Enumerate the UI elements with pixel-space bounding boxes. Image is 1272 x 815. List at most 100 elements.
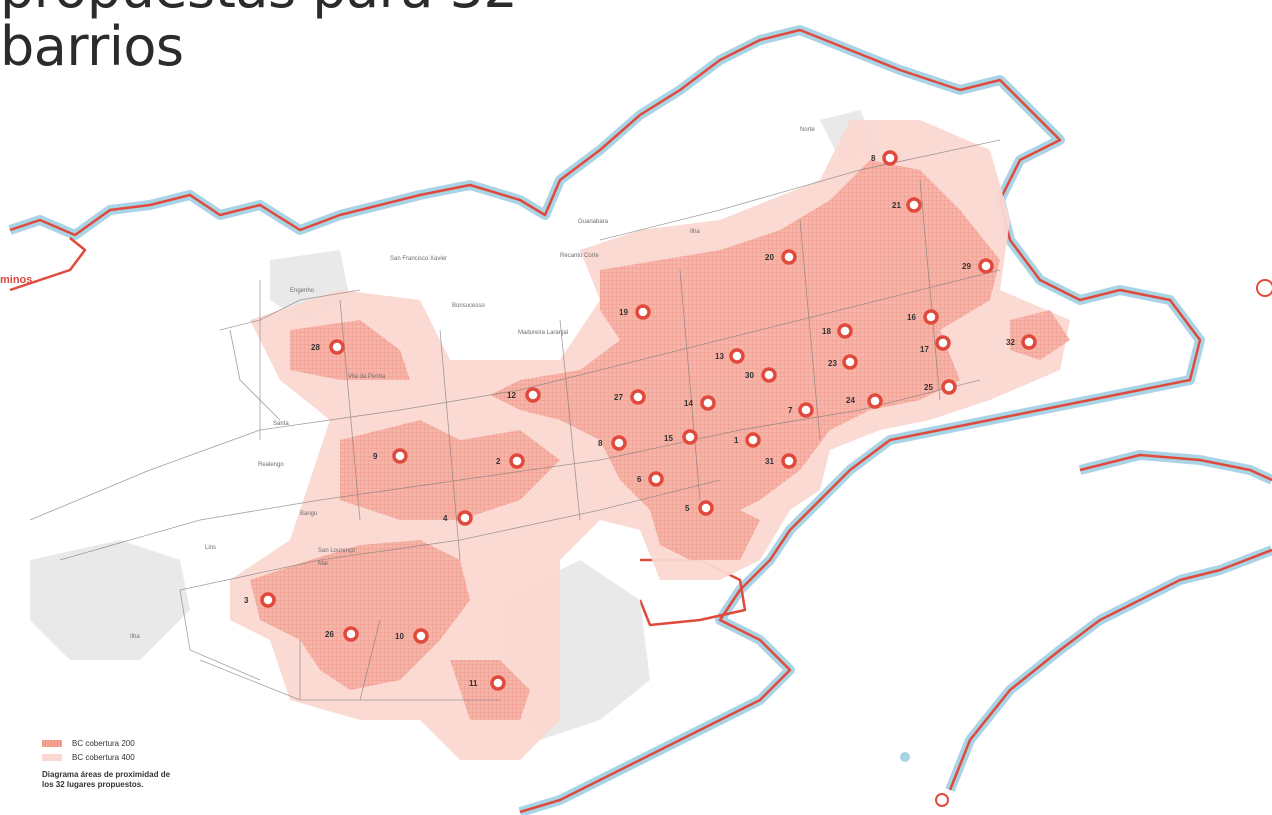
hub-marker[interactable]: 28 — [311, 339, 345, 355]
hub-marker[interactable]: 9 — [373, 448, 408, 464]
place-label: Santa — [273, 421, 289, 427]
svg-text:32: 32 — [1006, 338, 1015, 347]
place-label: Ilha — [130, 634, 140, 640]
svg-text:26: 26 — [325, 630, 334, 639]
hub-marker[interactable]: 31 — [765, 453, 797, 469]
svg-text:11: 11 — [469, 679, 478, 688]
svg-text:29: 29 — [962, 262, 971, 271]
left-coast-line — [9, 237, 87, 292]
hub-marker[interactable]: 6 — [637, 471, 664, 487]
place-label: Realengo — [258, 462, 284, 468]
svg-text:1: 1 — [734, 436, 739, 445]
legend-note-line: los 32 lugares propuestos. — [42, 780, 144, 789]
east-island-line — [948, 453, 1272, 791]
svg-text:8: 8 — [598, 439, 603, 448]
place-label: Madureira Laranjal — [518, 330, 568, 336]
svg-text:13: 13 — [715, 352, 724, 361]
legend-label: BC cobertura 200 — [72, 738, 135, 748]
hub-marker[interactable]: 32 — [1006, 334, 1037, 350]
coverage-400-swatch — [42, 753, 62, 761]
hub-marker[interactable]: 25 — [924, 379, 957, 395]
hub-marker[interactable]: 30 — [745, 367, 777, 383]
small-islet-2 — [900, 752, 910, 762]
svg-text:9: 9 — [373, 452, 378, 461]
svg-text:7: 7 — [788, 406, 793, 415]
place-label: Lins — [205, 545, 216, 551]
svg-text:17: 17 — [920, 345, 929, 354]
svg-text:3: 3 — [244, 596, 249, 605]
main-coast-line — [9, 28, 1202, 814]
place-label: Engenho — [290, 288, 315, 294]
legend-label: BC cobertura 400 — [72, 752, 135, 762]
svg-text:16: 16 — [907, 313, 916, 322]
legend-note-line: Diagrama áreas de proximidad de — [42, 770, 171, 779]
hub-marker[interactable]: 8 — [871, 150, 898, 166]
hub-marker[interactable]: 26 — [325, 626, 359, 642]
title-line-2: barrios — [0, 15, 184, 78]
hub-marker[interactable]: 1 — [734, 432, 761, 448]
hub-marker[interactable]: 8 — [598, 435, 627, 451]
hub-marker[interactable]: 16 — [907, 309, 939, 325]
svg-text:10: 10 — [395, 632, 404, 641]
hub-marker[interactable]: 27 — [614, 389, 646, 405]
svg-text:19: 19 — [619, 308, 628, 317]
svg-text:14: 14 — [684, 399, 693, 408]
legend-item-coverage-400: BC cobertura 400 — [42, 750, 282, 764]
hub-marker[interactable]: 19 — [619, 304, 651, 320]
svg-text:21: 21 — [892, 201, 901, 210]
svg-text:4: 4 — [443, 514, 448, 523]
east-island-glow — [945, 450, 1272, 792]
hub-marker[interactable]: 15 — [664, 429, 698, 445]
place-label: San Francisco Xavier — [390, 256, 447, 262]
hub-marker[interactable]: 5 — [685, 500, 714, 516]
coverage-200-swatch — [42, 739, 62, 747]
svg-text:23: 23 — [828, 359, 837, 368]
svg-text:27: 27 — [614, 393, 623, 402]
hub-marker[interactable]: 14 — [684, 395, 716, 411]
small-islet-3 — [935, 793, 949, 807]
place-label: Bangu — [300, 511, 317, 517]
hub-marker[interactable]: 29 — [962, 258, 994, 274]
svg-text:31: 31 — [765, 457, 774, 466]
small-islet — [1256, 279, 1272, 297]
hub-marker[interactable]: 10 — [395, 628, 429, 644]
svg-text:2: 2 — [496, 457, 501, 466]
hub-marker[interactable]: 2 — [496, 453, 525, 469]
hub-marker[interactable]: 18 — [822, 323, 853, 339]
svg-text:5: 5 — [685, 504, 690, 513]
place-label: Guanabara — [578, 219, 609, 225]
hub-marker[interactable]: 7 — [788, 402, 814, 418]
svg-text:8: 8 — [871, 154, 876, 163]
hub-marker[interactable]: 12 — [507, 387, 541, 403]
hub-marker[interactable]: 21 — [892, 197, 922, 213]
place-labels: Norte Guanabara Ilha San Francisco Xavie… — [130, 127, 815, 640]
coastline — [8, 25, 1272, 815]
svg-text:18: 18 — [822, 327, 831, 336]
hub-marker[interactable]: 4 — [443, 510, 473, 526]
place-label: Mar — [318, 561, 328, 567]
place-label: Recanto Corte — [560, 253, 599, 259]
legend-item-coverage-200: BC cobertura 200 — [42, 736, 282, 750]
side-label: minos — [0, 274, 33, 286]
place-label: Norte — [800, 127, 815, 133]
legend-note: Diagrama áreas de proximidad de los 32 l… — [42, 770, 282, 790]
page-title: propuestas para 32 barrios — [0, 0, 518, 78]
neighborhood-boundaries — [29, 139, 1001, 701]
place-label: Vila da Penha — [348, 374, 386, 380]
hub-marker[interactable]: 11 — [469, 675, 506, 691]
hub-marker[interactable]: 13 — [715, 348, 745, 364]
svg-text:24: 24 — [846, 396, 855, 405]
svg-text:30: 30 — [745, 371, 754, 380]
hub-marker[interactable]: 17 — [920, 335, 951, 354]
place-label: Bonsucesso — [452, 303, 485, 309]
svg-text:6: 6 — [637, 475, 642, 484]
svg-text:28: 28 — [311, 343, 320, 352]
svg-text:20: 20 — [765, 253, 774, 262]
hub-markers[interactable]: 8 21 20 29 19 16 18 32 17 23 13 28 30 12… — [244, 150, 1037, 691]
hub-marker[interactable]: 20 — [765, 249, 797, 265]
hub-marker[interactable]: 3 — [244, 592, 276, 608]
hub-marker[interactable]: 23 — [828, 354, 858, 370]
svg-text:25: 25 — [924, 383, 933, 392]
hub-marker[interactable]: 24 — [846, 393, 883, 409]
